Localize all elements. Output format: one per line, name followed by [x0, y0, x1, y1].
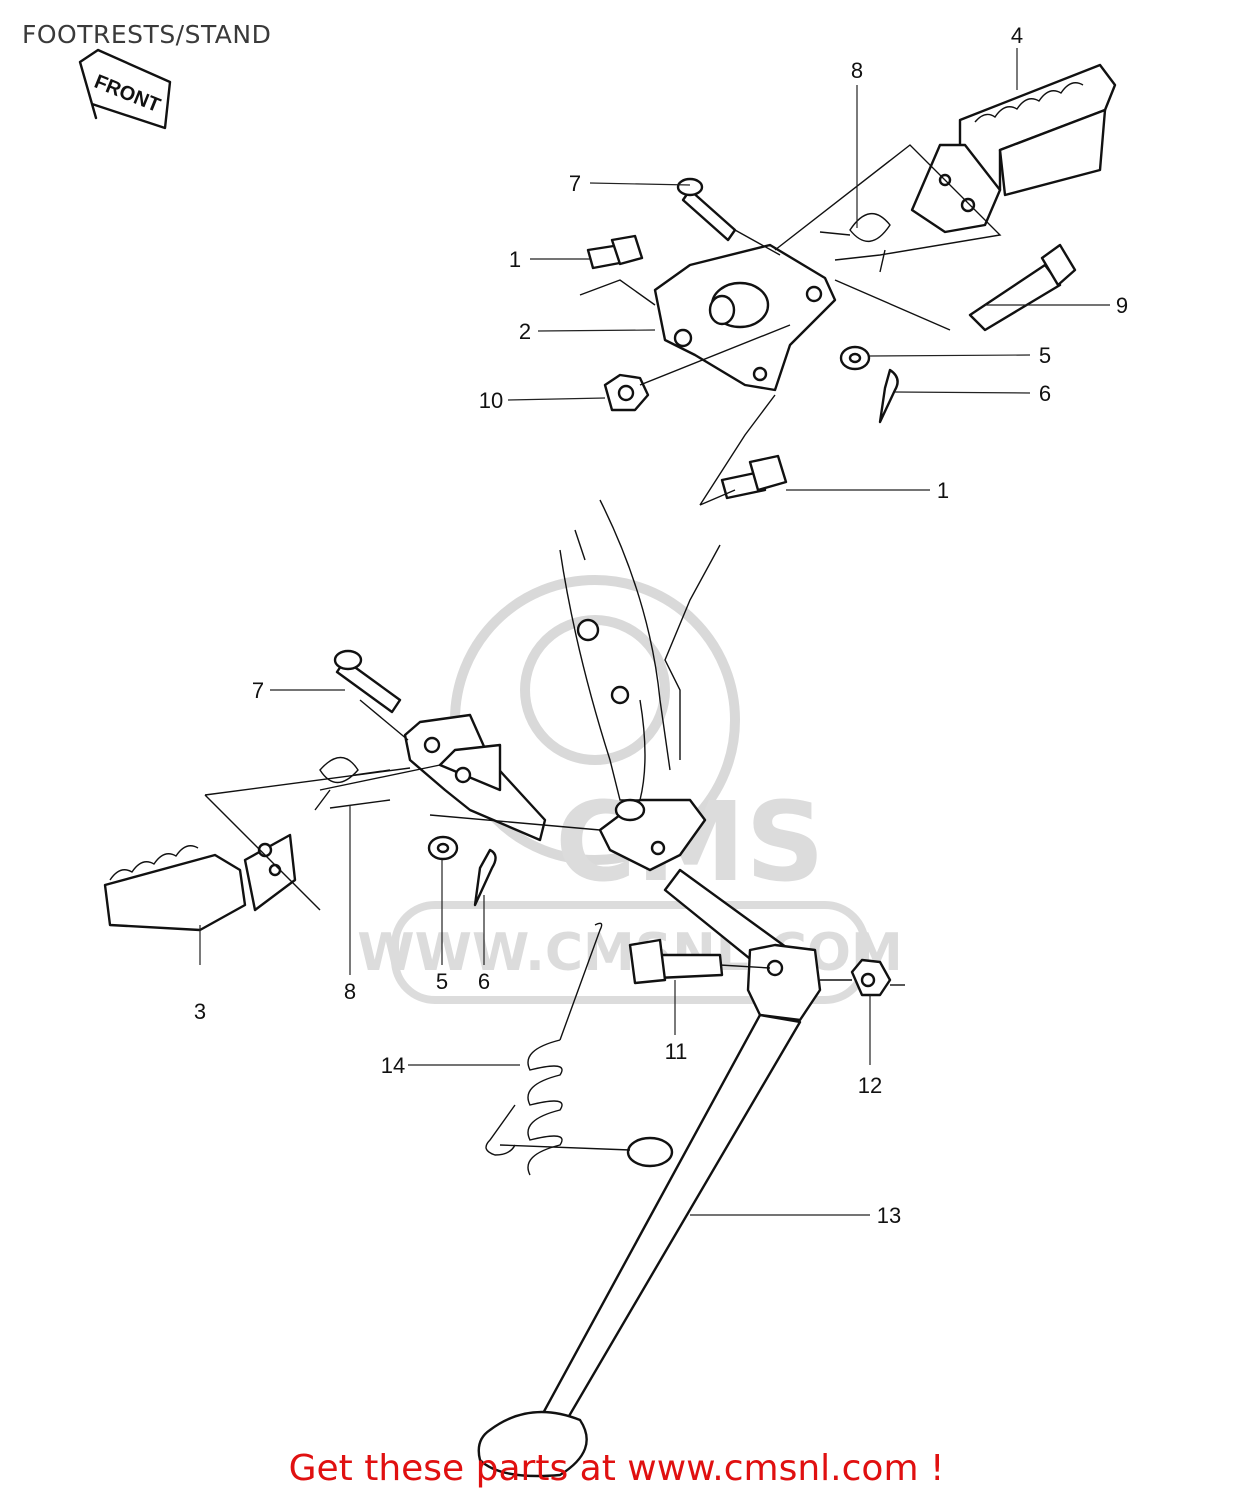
- side-stand: [477, 868, 822, 1478]
- stand-pivot-bracket: [598, 798, 707, 872]
- callout-5-upper: 5: [1039, 343, 1051, 368]
- callout-3: 3: [194, 999, 206, 1024]
- footrest-bracket-upper: [653, 243, 837, 392]
- footrest-bracket-lower: [403, 713, 547, 842]
- footpeg-left: [103, 833, 297, 932]
- explosion-lines-stand: [499, 964, 905, 1151]
- callout-14: 14: [381, 1053, 405, 1078]
- cotter-pin-6-upper: [878, 368, 899, 424]
- page-title: FOOTRESTS/STAND: [22, 20, 272, 49]
- callout-7-upper: 7: [569, 171, 581, 196]
- bolt-1-upper: [586, 234, 644, 270]
- pin-7-lower: [333, 649, 402, 714]
- cotter-pin-6-lower: [473, 848, 497, 907]
- leader-lines: [199, 48, 1110, 1216]
- frame-outline: [559, 499, 721, 801]
- cta-link-text[interactable]: Get these parts at www.cmsnl.com !: [288, 1448, 945, 1489]
- callout-2: 2: [519, 319, 531, 344]
- callout-6-lower: 6: [478, 969, 490, 994]
- callout-12: 12: [858, 1073, 882, 1098]
- callout-labels: 4 8 7 1 2 10 9 5 6 1 7 3 8 5 6 11 12 14 …: [194, 23, 1128, 1228]
- callout-11: 11: [665, 1039, 688, 1064]
- nut-12: [850, 958, 892, 997]
- spring-8-upper: [819, 213, 891, 273]
- front-arrow-icon: FRONT: [78, 48, 172, 130]
- washer-5-upper: [839, 345, 871, 371]
- washer-5-lower: [427, 835, 459, 861]
- callout-13: 13: [877, 1203, 901, 1228]
- footpeg-right: [910, 63, 1117, 234]
- watermark-logo: CMS WWW.CMSNL.COM: [357, 575, 903, 1004]
- callout-7-lower: 7: [252, 678, 264, 703]
- nut-10: [603, 373, 650, 412]
- pin-7-upper: [676, 177, 737, 242]
- callout-4: 4: [1011, 23, 1023, 48]
- callout-9: 9: [1116, 293, 1128, 318]
- callout-6-upper: 6: [1039, 381, 1051, 406]
- explosion-lines-lower: [204, 699, 601, 911]
- spring-14: [485, 922, 603, 1176]
- callout-1-upper: 1: [509, 247, 521, 272]
- callout-8-upper: 8: [851, 58, 863, 83]
- explosion-lines-upper: [579, 144, 1002, 506]
- callout-5-lower: 5: [436, 969, 448, 994]
- bolt-11: [628, 938, 724, 985]
- bolt-9: [968, 243, 1077, 332]
- callout-10: 10: [479, 388, 503, 413]
- callout-8-lower: 8: [344, 979, 356, 1004]
- callout-1-lower: 1: [937, 478, 949, 503]
